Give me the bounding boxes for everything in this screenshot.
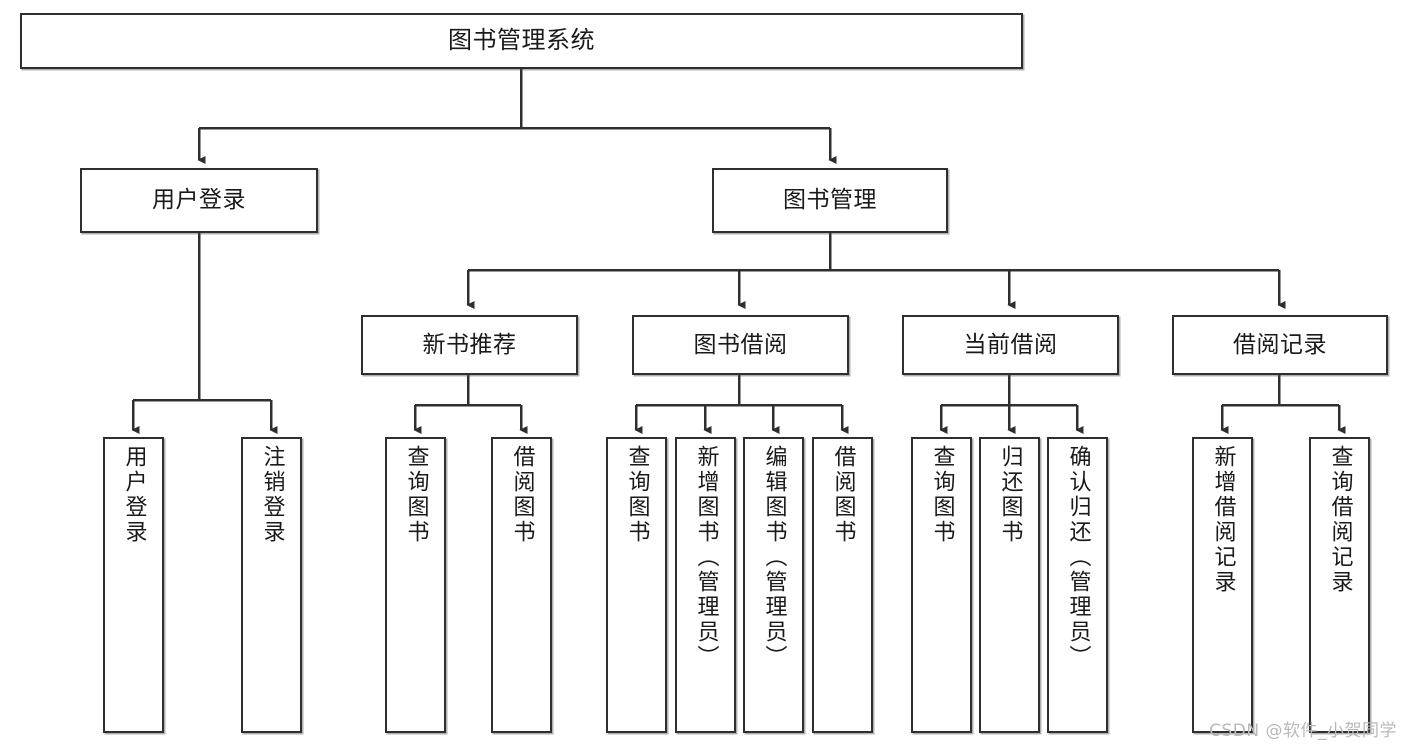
node-book-borrowing[interactable]: 图书借阅 xyxy=(632,315,849,375)
node-label: 图书借阅 xyxy=(693,331,788,358)
node-label: 注销登录 xyxy=(259,445,285,545)
node-label: 图书管理 xyxy=(783,187,877,214)
node-label: 当前借阅 xyxy=(963,331,1058,358)
node-leaf-borrow-books[interactable]: 借阅图书 xyxy=(812,437,873,733)
node-new-book-recommendation[interactable]: 新书推荐 xyxy=(361,315,578,375)
node-leaf-query-books-current[interactable]: 查询图书 xyxy=(911,437,972,733)
node-leaf-query-books-borrow[interactable]: 查询图书 xyxy=(606,437,667,733)
node-root-book-management-system[interactable]: 图书管理系统 xyxy=(20,13,1023,69)
node-label: 查询图书 xyxy=(624,445,650,545)
node-label: 查询图书 xyxy=(929,445,955,545)
node-label: 确认归还（管理员） xyxy=(1065,445,1091,670)
node-label: 查询借阅记录 xyxy=(1327,445,1353,595)
node-leaf-edit-book-admin[interactable]: 编辑图书（管理员） xyxy=(743,437,804,733)
node-leaf-logout[interactable]: 注销登录 xyxy=(241,437,302,733)
node-leaf-user-login[interactable]: 用户登录 xyxy=(103,437,164,733)
watermark-text: CSDN @软件_小贺同学 xyxy=(1209,721,1397,741)
node-leaf-add-book-admin[interactable]: 新增图书（管理员） xyxy=(675,437,736,733)
node-book-management[interactable]: 图书管理 xyxy=(712,168,948,233)
node-label: 用户登录 xyxy=(121,445,147,545)
node-label: 借阅记录 xyxy=(1233,331,1327,358)
node-label: 用户登录 xyxy=(152,187,246,214)
node-user-login[interactable]: 用户登录 xyxy=(80,168,318,233)
node-leaf-borrow-books-recommend[interactable]: 借阅图书 xyxy=(491,437,552,733)
node-label: 归还图书 xyxy=(997,445,1023,545)
node-label: 查询图书 xyxy=(403,445,429,545)
node-label: 新增图书（管理员） xyxy=(693,445,719,670)
node-leaf-return-books[interactable]: 归还图书 xyxy=(979,437,1040,733)
node-label: 借阅图书 xyxy=(830,445,856,545)
node-label: 新增借阅记录 xyxy=(1210,445,1236,595)
node-label: 借阅图书 xyxy=(509,445,535,545)
node-label: 新书推荐 xyxy=(422,331,517,358)
node-label: 编辑图书（管理员） xyxy=(761,445,787,670)
node-current-borrowing[interactable]: 当前借阅 xyxy=(902,315,1119,375)
node-borrowing-records[interactable]: 借阅记录 xyxy=(1172,315,1388,375)
node-leaf-confirm-return-admin[interactable]: 确认归还（管理员） xyxy=(1047,437,1108,733)
node-leaf-query-books-recommend[interactable]: 查询图书 xyxy=(385,437,446,733)
node-leaf-add-borrow-record[interactable]: 新增借阅记录 xyxy=(1192,437,1253,733)
node-leaf-query-borrow-record[interactable]: 查询借阅记录 xyxy=(1309,437,1370,733)
node-label: 图书管理系统 xyxy=(448,26,595,55)
